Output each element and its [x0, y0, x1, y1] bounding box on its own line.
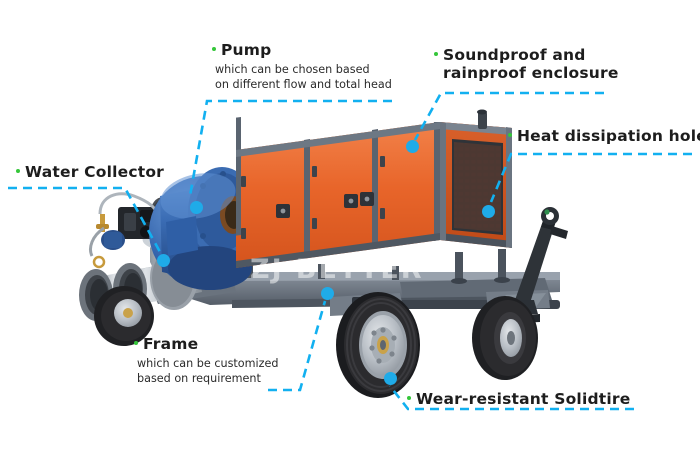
support-wheel: [94, 286, 154, 346]
callout-title-water: Water Collector: [16, 163, 164, 181]
callout-solidtire: Wear-resistant Solidtire: [407, 390, 630, 408]
heat-dissipation-grille: [452, 139, 503, 235]
leader-dot-solidtire: [384, 372, 397, 385]
bullet-dot-icon: [16, 169, 20, 173]
watermark: ZJ·BETTER: [250, 254, 424, 285]
callout-subline: on different flow and total head: [215, 78, 392, 91]
callout-title-frame: Frame: [134, 335, 279, 353]
callout-subline: based on requirement: [137, 372, 261, 385]
callout-frame: Frame which can be customized based on r…: [134, 335, 279, 386]
leader-dot-water: [157, 254, 170, 267]
callout-subline: which can be chosen based: [215, 63, 370, 76]
leader-dot-soundproof: [406, 140, 419, 153]
callout-title-solidtire: Wear-resistant Solidtire: [407, 390, 630, 408]
bullet-dot-icon: [434, 52, 438, 56]
callout-subline: which can be customized: [137, 357, 279, 370]
leader-dot-frame: [321, 287, 334, 300]
callout-soundproof: Soundproof and rainproof enclosure: [434, 46, 619, 82]
bullet-dot-icon: [508, 133, 512, 137]
bullet-dot-icon: [134, 341, 138, 345]
leader-dot-pump: [190, 201, 203, 214]
bullet-dot-icon: [407, 396, 411, 400]
watermark-text: ZJ·BETTER: [250, 254, 424, 285]
soundproof-enclosure: [236, 109, 512, 268]
callout-heat: Heat dissipation hole: [508, 127, 700, 145]
callout-water: Water Collector: [16, 163, 164, 181]
bullet-dot-icon: [212, 47, 216, 51]
solid-tire: [472, 296, 538, 380]
callout-pump: Pump which can be chosen based on differ…: [212, 41, 392, 92]
callout-title-soundproof: Soundproof and: [434, 46, 619, 64]
callout-subline: rainproof enclosure: [443, 64, 619, 82]
leader-dot-heat: [482, 205, 495, 218]
solid-tire: [336, 292, 420, 398]
callout-title-heat: Heat dissipation hole: [508, 127, 700, 145]
callout-title-pump: Pump: [212, 41, 392, 59]
